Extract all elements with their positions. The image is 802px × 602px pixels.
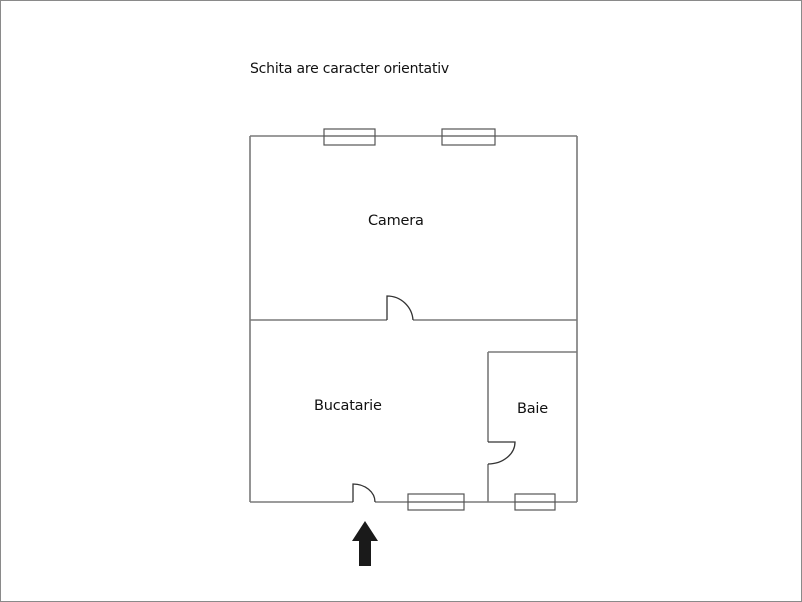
door-bathroom (487, 441, 516, 465)
entrance-arrow-icon (352, 521, 378, 566)
room-label-camera: Camera (368, 213, 424, 229)
door-entrance (352, 483, 376, 503)
room-label-baie: Baie (517, 401, 548, 417)
room-label-bucatarie: Bucatarie (314, 398, 382, 414)
window-top-right (441, 128, 496, 146)
door-camera (386, 295, 414, 321)
window-top-left (323, 128, 376, 146)
disclaimer-note: Schita are caracter orientativ (250, 61, 450, 77)
